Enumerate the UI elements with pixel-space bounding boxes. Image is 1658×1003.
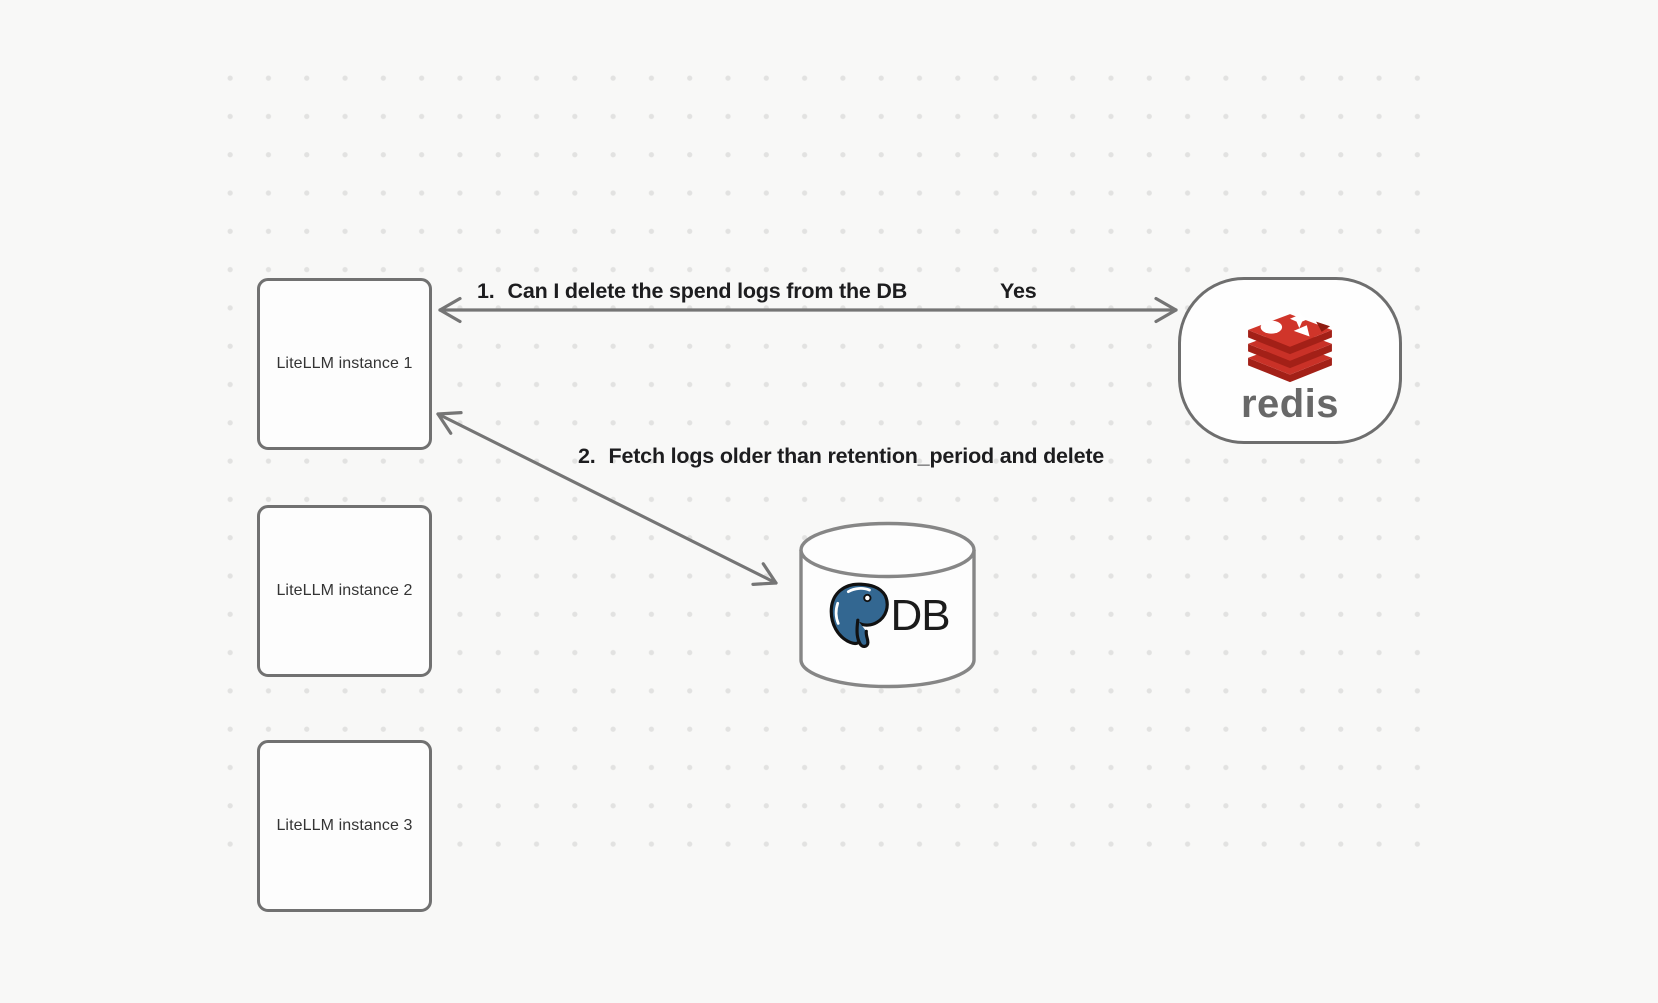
db-cylinder-shape	[799, 521, 976, 689]
node-label: LiteLLM instance 1	[276, 355, 413, 372]
arrow-1-response-text: Yes	[1000, 279, 1037, 303]
node-litellm-instance-2[interactable]: LiteLLM instance 2	[257, 505, 432, 677]
postgresql-elephant-icon	[830, 582, 890, 648]
arrow-2-label[interactable]: 2. Fetch logs older than retention_period…	[578, 444, 1104, 469]
arrow-2-line[interactable]	[436, 411, 778, 586]
db-label: DB	[890, 591, 950, 640]
node-label: LiteLLM instance 3	[276, 817, 413, 834]
redis-wordmark: redis	[1240, 381, 1340, 426]
node-redis[interactable]: redis	[1178, 277, 1402, 444]
node-litellm-instance-1[interactable]: LiteLLM instance 1	[257, 278, 432, 450]
redis-logo-icon	[1248, 308, 1332, 382]
arrow-1-text: Can I delete the spend logs from the DB	[507, 279, 908, 303]
arrow-2-number: 2.	[578, 444, 596, 468]
node-litellm-instance-3[interactable]: LiteLLM instance 3	[257, 740, 432, 912]
arrow-1-response-label[interactable]: Yes	[1000, 279, 1037, 304]
node-postgres-db[interactable]: DB	[798, 520, 977, 690]
arrow-1-number: 1.	[477, 279, 495, 303]
arrow-1-label[interactable]: 1. Can I delete the spend logs from the D…	[477, 279, 907, 304]
arrow-2-text: Fetch logs older than retention_period a…	[608, 444, 1105, 468]
node-label: LiteLLM instance 2	[276, 582, 413, 599]
dot-grid	[212, 60, 1428, 852]
